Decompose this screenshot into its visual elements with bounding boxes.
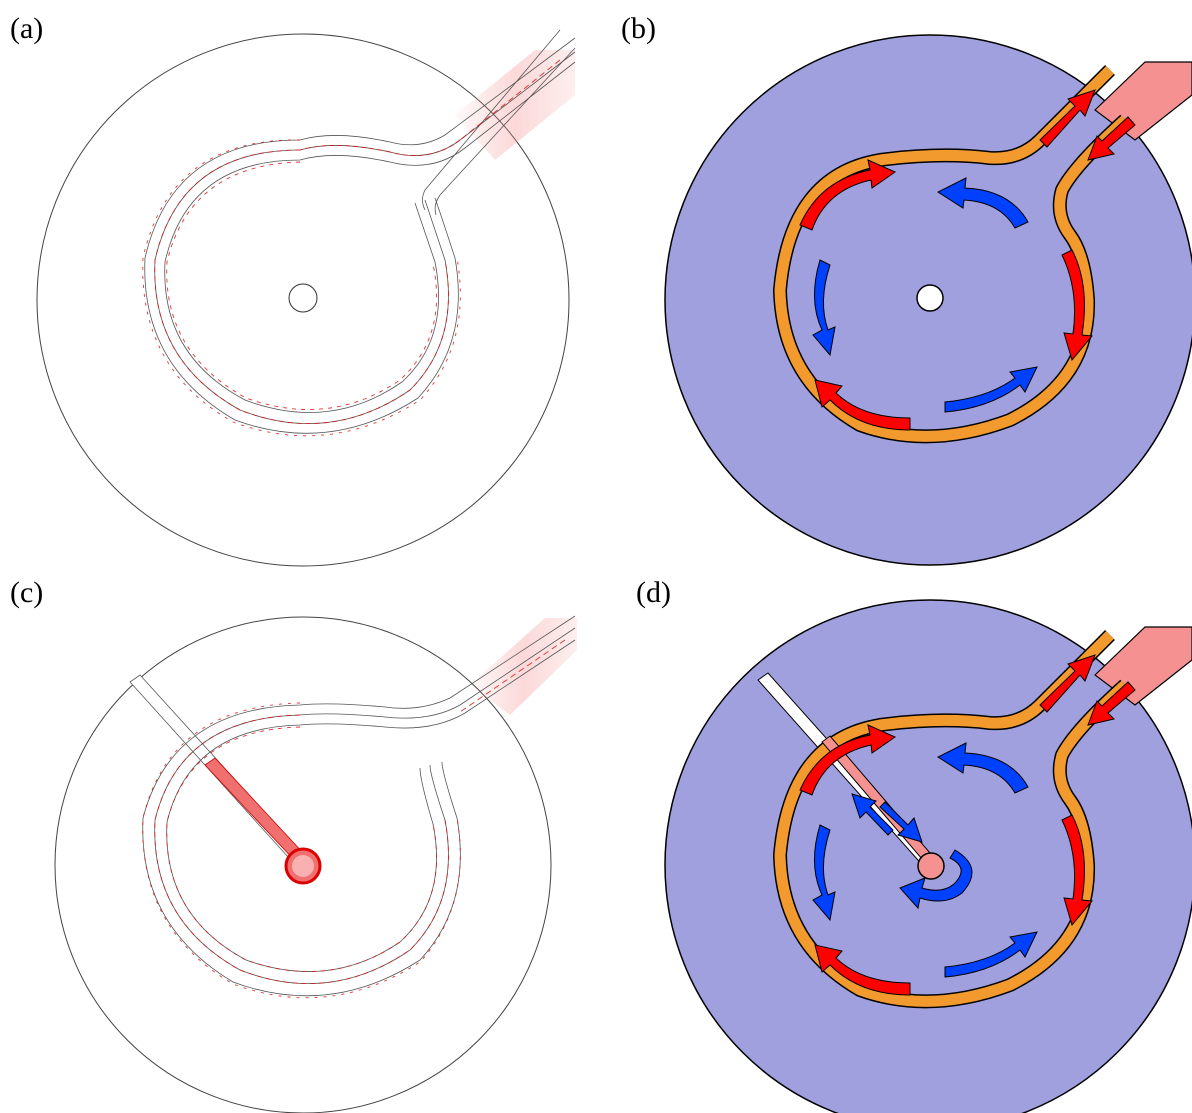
panel-a-current-arrows (142, 59, 561, 437)
panel-d-schematic (664, 599, 1192, 1113)
panel-b-eddy-arrows (812, 177, 1038, 413)
panel-label-b: (b) (621, 12, 656, 45)
panel-c-feed-glow (470, 618, 577, 715)
panel-b-schematic (664, 34, 1192, 566)
panel-c-disk-outline (54, 616, 552, 1113)
panel-d-eddy-arrows (812, 742, 1038, 978)
panel-a-simulation (36, 29, 576, 567)
panel-c-center-feed (204, 757, 306, 863)
panel-d-center-pad (917, 852, 945, 880)
panel-d-current-arrows (799, 654, 1136, 996)
panel-label-c: (c) (10, 576, 44, 609)
panel-c-current-arrows (142, 639, 566, 999)
panel-b-center-hole (916, 284, 944, 312)
panel-a-center-hole (288, 283, 318, 313)
panel-b-current-arrows (799, 89, 1136, 431)
panel-label-a: (a) (10, 12, 44, 45)
panel-c-simulation (54, 615, 577, 1113)
panel-a-disk-outline (36, 33, 570, 567)
panel-a-feed-glow (455, 50, 575, 160)
panel-label-d: (d) (636, 576, 671, 609)
